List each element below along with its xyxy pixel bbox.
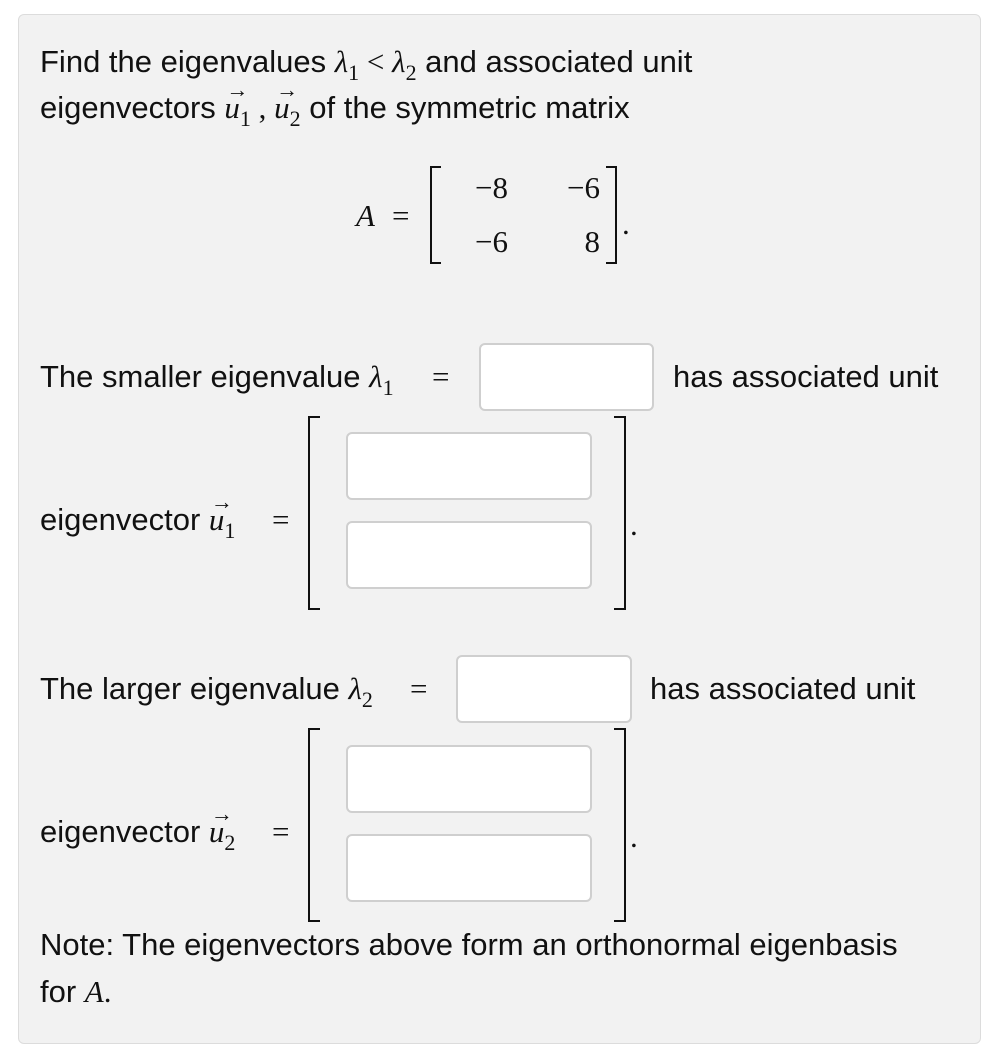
u2-component-1-field[interactable]: [348, 747, 590, 811]
u1-left-bracket: [308, 416, 320, 610]
matrix-period: .: [622, 206, 630, 241]
note-line-2: for A.: [40, 974, 112, 1009]
lambda-symbol: λ: [348, 671, 362, 706]
vector-u-symbol: u: [209, 794, 232, 852]
intro-line-2: eigenvectors u1 , u2 of the symmetric ma…: [40, 70, 630, 131]
vector-u-symbol: u: [209, 482, 232, 540]
u2-component-2-input[interactable]: [346, 834, 592, 902]
matrix-cell: −6: [567, 170, 600, 205]
vector-u-symbol: u: [274, 70, 297, 128]
smaller-suffix: has associated unit: [673, 359, 939, 394]
u1-equals: =: [272, 502, 290, 537]
smaller-equals: =: [432, 359, 450, 394]
matrix-left-bracket: [430, 166, 441, 264]
lambda1-field[interactable]: [481, 345, 652, 409]
u1-component-1-input[interactable]: [346, 432, 592, 500]
lambda2-field[interactable]: [458, 657, 630, 721]
matrix-name: A: [356, 198, 375, 233]
u1-component-2-input[interactable]: [346, 521, 592, 589]
matrix-equals: =: [392, 198, 410, 233]
matrix-cell: −6: [475, 224, 508, 259]
matrix-cell: −8: [475, 170, 508, 205]
u2-left-bracket: [308, 728, 320, 922]
u1-period: .: [630, 507, 638, 542]
u1-component-1-field[interactable]: [348, 434, 590, 498]
u1-component-2-field[interactable]: [348, 523, 590, 587]
u2-equals: =: [272, 814, 290, 849]
matrix-right-bracket: [606, 166, 617, 264]
matrix-name: A: [84, 974, 104, 1009]
lambda-symbol: λ: [369, 359, 383, 394]
lambda-symbol: λ: [392, 44, 406, 79]
u1-right-bracket: [614, 416, 626, 610]
vector-u-symbol: u: [224, 70, 247, 128]
note-line-1: Note: The eigenvectors above form an ort…: [40, 927, 898, 962]
larger-eigenvalue-label: The larger eigenvalue λ2: [40, 671, 373, 712]
u2-period: .: [630, 819, 638, 854]
lambda-symbol: λ: [334, 44, 349, 79]
u2-component-1-input[interactable]: [346, 745, 592, 813]
eigenvector-u2-label: eigenvector u2: [40, 794, 235, 855]
u2-right-bracket: [614, 728, 626, 922]
smaller-eigenvalue-label: The smaller eigenvalue λ1: [40, 359, 394, 400]
larger-equals: =: [410, 671, 428, 706]
lambda1-input[interactable]: [479, 343, 654, 411]
eigenvector-u1-label: eigenvector u1: [40, 482, 235, 543]
lambda2-input[interactable]: [456, 655, 632, 723]
matrix-cell: 8: [584, 224, 601, 259]
intro-line-1: Find the eigenvalues λ1 < λ2 and associa…: [40, 44, 693, 85]
u2-component-2-field[interactable]: [348, 836, 590, 900]
larger-suffix: has associated unit: [650, 671, 916, 706]
